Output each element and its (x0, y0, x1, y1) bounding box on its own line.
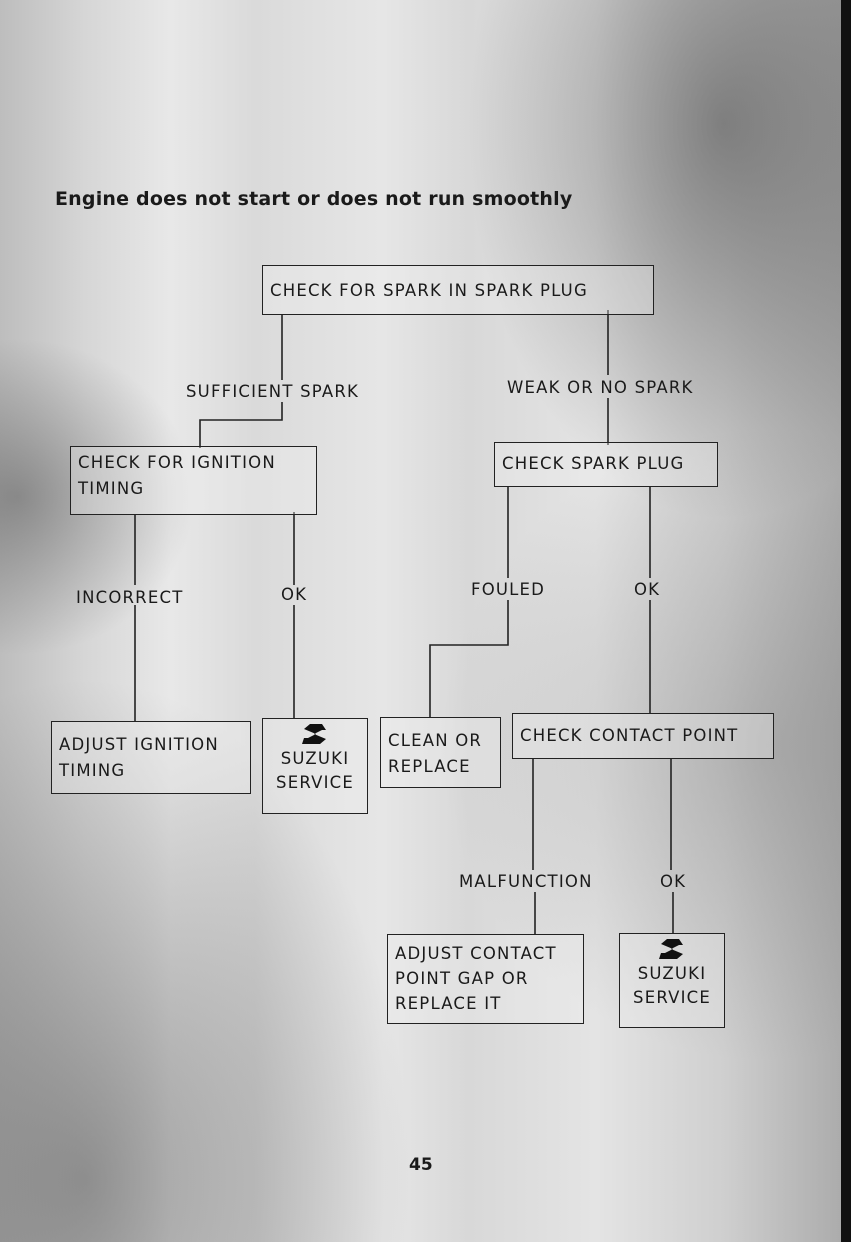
node-adjust-ignition-timing: ADJUST IGNITION TIMING (51, 721, 251, 794)
edge-label-fouled: FOULED (471, 580, 546, 599)
edge-label-malfunction: MALFUNCTION (459, 872, 593, 891)
node-check-ignition-timing-line1: CHECK FOR IGNITION (78, 453, 276, 472)
page-number: 45 (409, 1155, 433, 1175)
page-title: Engine does not start or does not run sm… (55, 188, 573, 210)
node-suzuki-service-2-line1: SUZUKI (637, 964, 707, 983)
node-suzuki-service-1-line1: SUZUKI (280, 749, 350, 768)
node-suzuki-service-2: SUZUKI SERVICE (619, 933, 725, 1028)
node-suzuki-service-1-line2: SERVICE (276, 773, 354, 792)
node-check-contact-point: CHECK CONTACT POINT (512, 713, 774, 759)
node-adjust-contact-point: ADJUST CONTACT POINT GAP OR REPLACE IT (387, 934, 584, 1024)
edge-label-sufficient-spark: SUFFICIENT SPARK (186, 382, 360, 401)
page-edge-shadow (841, 0, 851, 1242)
node-check-spark-text: CHECK FOR SPARK IN SPARK PLUG (270, 281, 588, 300)
suzuki-logo-icon (302, 724, 326, 744)
node-clean-or-replace-line2: REPLACE (388, 757, 471, 776)
connector-sufficient-spark-lower (199, 402, 283, 448)
node-suzuki-service-1: SUZUKI SERVICE (262, 718, 368, 814)
node-clean-or-replace: CLEAN OR REPLACE (380, 717, 501, 788)
edge-label-weak-or-no-spark: WEAK OR NO SPARK (507, 378, 694, 397)
edge-label-contact-ok: OK (660, 872, 687, 891)
node-adjust-contact-point-line1: ADJUST CONTACT (395, 944, 557, 963)
node-check-spark-plug: CHECK SPARK PLUG (494, 442, 718, 487)
node-suzuki-service-2-line2: SERVICE (633, 988, 711, 1007)
edge-label-plug-ok: OK (634, 580, 661, 599)
connector-fouled-lower (429, 600, 509, 718)
node-check-spark: CHECK FOR SPARK IN SPARK PLUG (262, 265, 654, 315)
edge-label-timing-ok: OK (281, 585, 308, 604)
node-check-spark-plug-text: CHECK SPARK PLUG (502, 454, 685, 473)
node-check-ignition-timing: CHECK FOR IGNITION TIMING (70, 446, 317, 515)
node-check-contact-point-text: CHECK CONTACT POINT (520, 726, 739, 745)
node-adjust-ignition-timing-line2: TIMING (59, 761, 126, 780)
node-adjust-contact-point-line3: REPLACE IT (395, 994, 502, 1013)
node-check-ignition-timing-line2: TIMING (78, 479, 145, 498)
node-clean-or-replace-line1: CLEAN OR (388, 731, 483, 750)
suzuki-logo-icon (659, 939, 683, 959)
node-adjust-ignition-timing-line1: ADJUST IGNITION (59, 735, 219, 754)
edge-label-incorrect: INCORRECT (76, 588, 184, 607)
node-adjust-contact-point-line2: POINT GAP OR (395, 969, 529, 988)
